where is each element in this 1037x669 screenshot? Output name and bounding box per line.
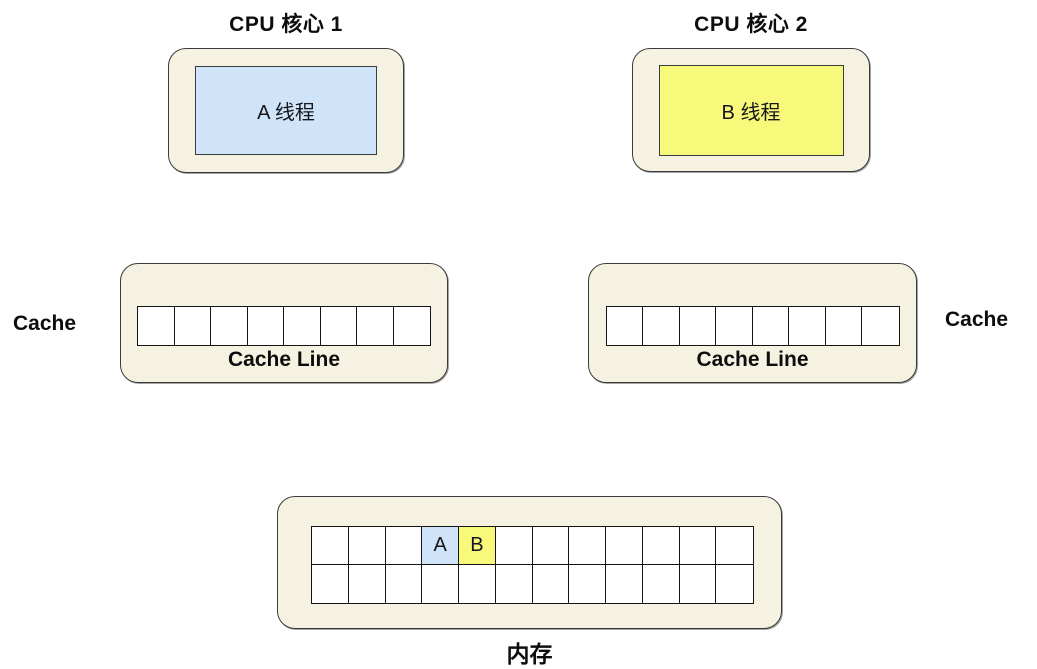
cache-line-cells-right (605, 306, 900, 346)
memory-cell (348, 565, 386, 603)
cache-cell (643, 307, 680, 345)
memory-cell (642, 527, 680, 565)
cache-cell (789, 307, 826, 345)
cache-cell (211, 307, 248, 345)
cache-cell (679, 307, 716, 345)
cpu-core-2-title: CPU 核心 2 (694, 13, 808, 36)
memory-cell (532, 565, 570, 603)
thread-a-label: A 线程 (257, 102, 315, 124)
memory-cell (422, 565, 459, 603)
thread-a-box: A 线程 (195, 66, 377, 155)
cache-cell (247, 307, 284, 345)
cache-cell (716, 307, 753, 345)
memory-cell (348, 527, 386, 565)
memory-cell (459, 565, 496, 603)
thread-b-label: B 线程 (721, 101, 781, 124)
thread-b-box: B 线程 (658, 64, 844, 156)
memory-cell (606, 527, 643, 565)
memory-cell (532, 527, 570, 565)
memory-cell (312, 565, 349, 603)
cache-line-label-left: Cache Line (227, 348, 341, 371)
cache-cell (284, 307, 321, 345)
memory-cell (385, 527, 423, 565)
cache-label-left: Cache (13, 312, 77, 335)
memory-cell (716, 565, 753, 603)
memory-cell (679, 565, 717, 603)
memory-cell (679, 527, 717, 565)
cpu-core-1-box: A 线程 (168, 48, 404, 173)
cache-cell (752, 307, 789, 345)
memory-cell (312, 527, 349, 565)
cache-cell (862, 307, 899, 345)
cache-line-cells-left (137, 306, 431, 346)
cpu-core-1-title: CPU 核心 1 (229, 13, 343, 36)
cache-label-right: Cache (945, 308, 1009, 331)
cache-box-right: Cache Line (588, 263, 917, 383)
memory-cell (495, 565, 533, 603)
cache-cell (138, 307, 175, 345)
cpu-core-2-box: B 线程 (632, 48, 870, 172)
cache-cell (357, 307, 394, 345)
memory-label: 内存 (506, 641, 553, 667)
memory-cell (606, 565, 643, 603)
memory-cell (385, 565, 423, 603)
memory-cell (716, 527, 753, 565)
cache-cell (174, 307, 211, 345)
memory-cell (569, 565, 606, 603)
memory-cell (642, 565, 680, 603)
memory-cell (569, 527, 606, 565)
memory-cell (495, 527, 533, 565)
memory-cell-b: B (459, 527, 496, 565)
cache-cell (320, 307, 357, 345)
cache-cell (825, 307, 862, 345)
cache-box-left: Cache Line (120, 263, 448, 383)
cache-cell (393, 307, 430, 345)
cache-cell (606, 307, 643, 345)
cache-line-label-right: Cache Line (696, 348, 809, 371)
memory-cell-a: A (422, 527, 459, 565)
